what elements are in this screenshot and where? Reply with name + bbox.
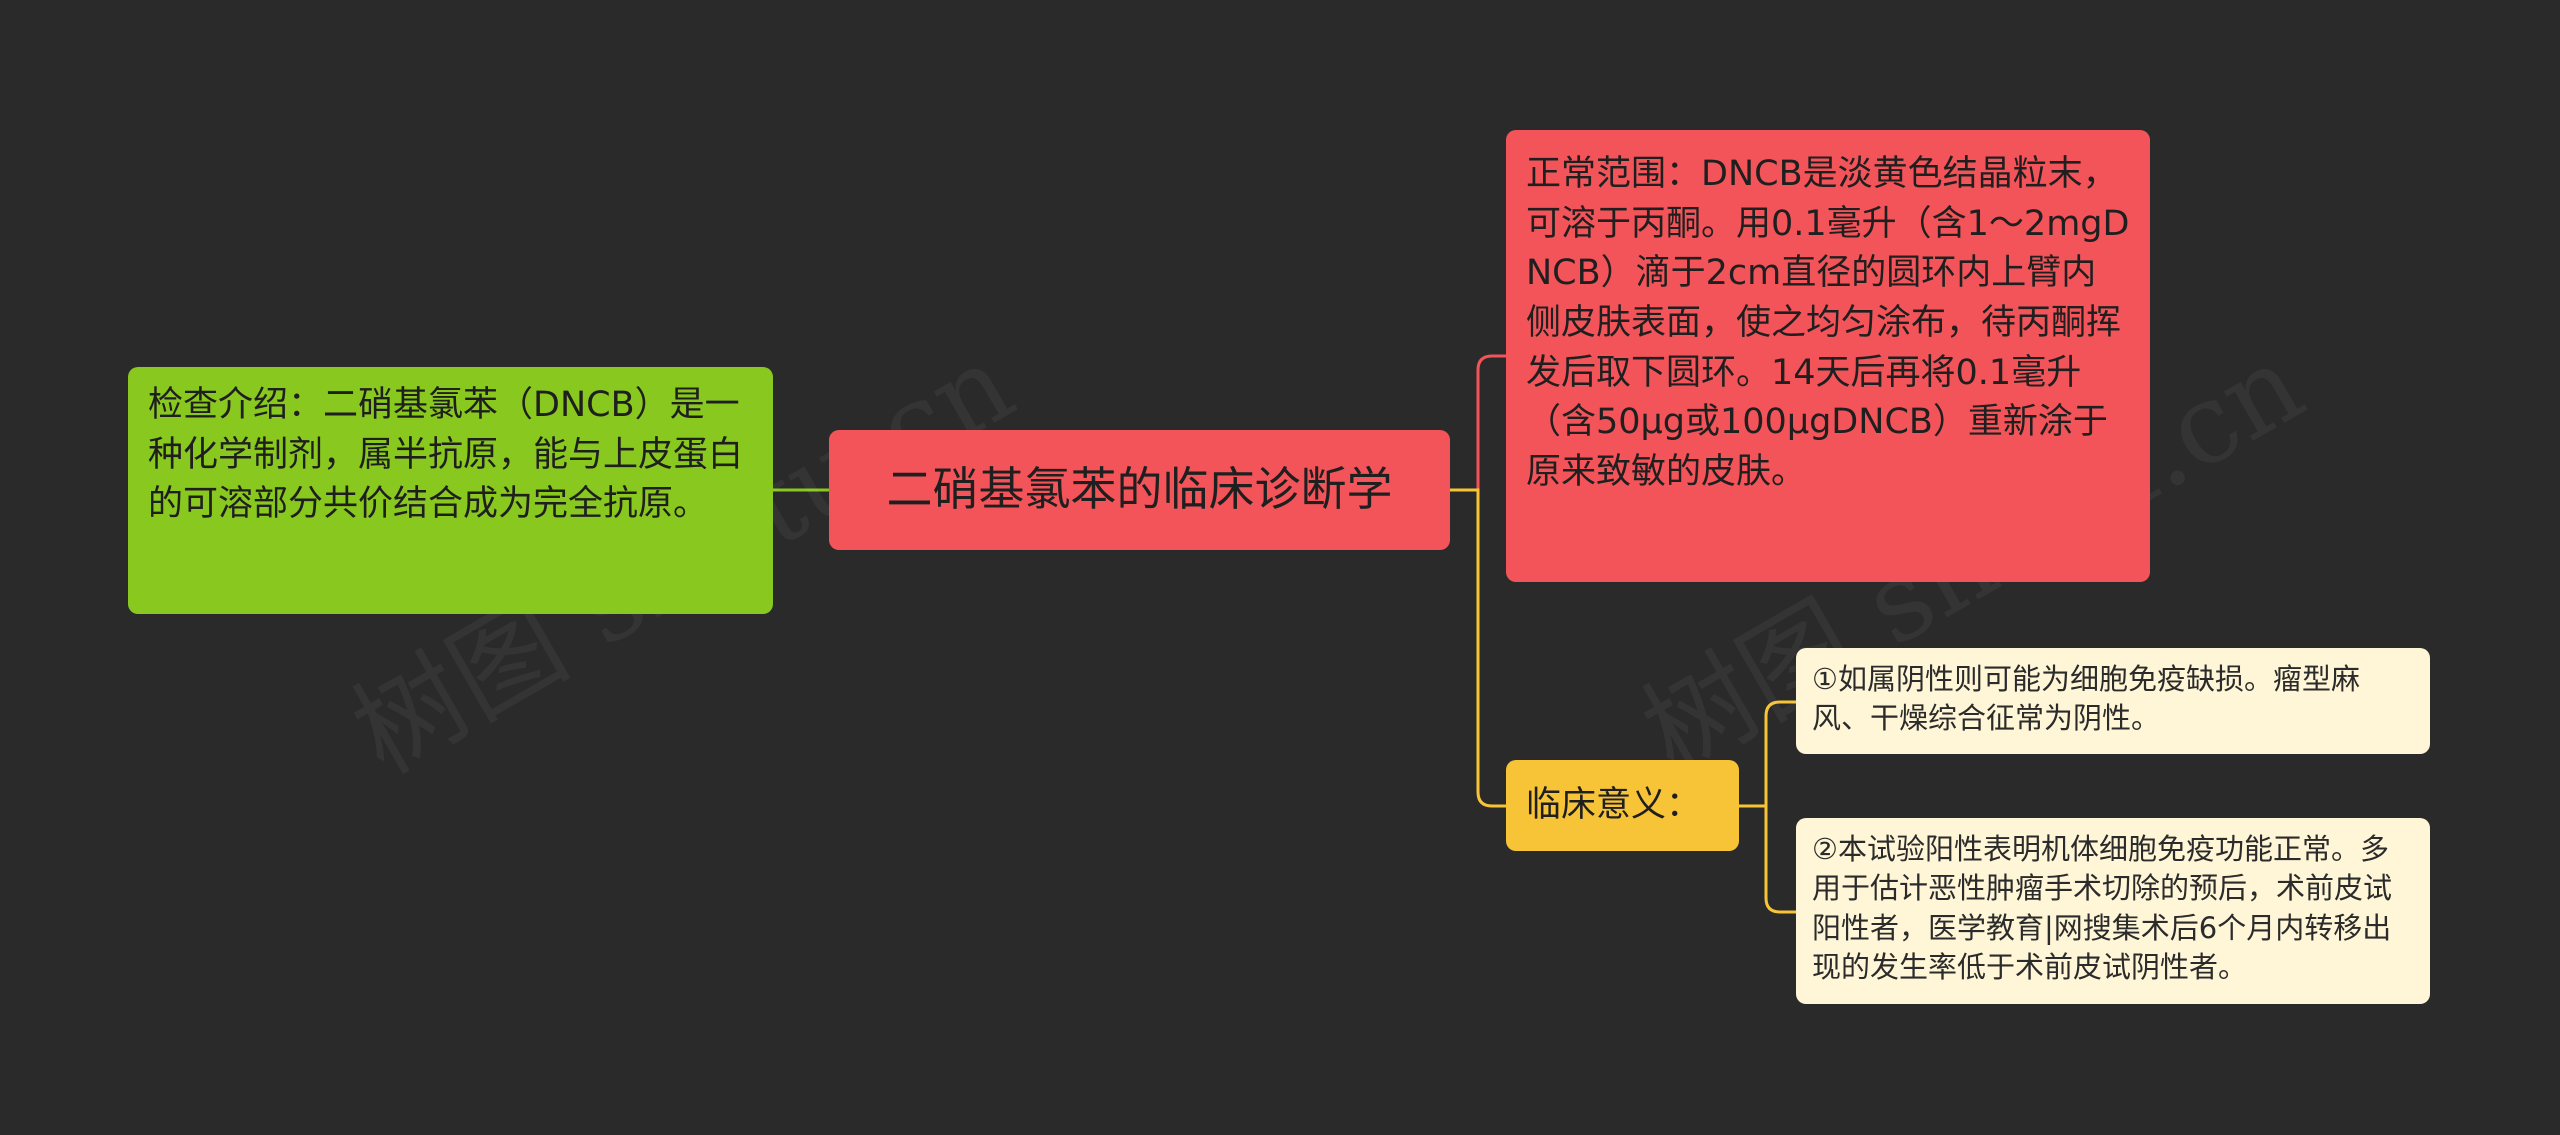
topic-exam-intro-label: 检查介绍：二硝基氯苯（DNCB）是一种化学制剂，属半抗原，能与上皮蛋白的可溶部分… <box>148 385 744 525</box>
subtopic-negative-result-label: ①如属阴性则可能为细胞免疫缺损。瘤型麻风、干燥综合征常为阴性。 <box>1812 662 2360 736</box>
root-topic[interactable]: 二硝基氯苯的临床诊断学 <box>829 430 1450 550</box>
topic-normal-range-label: 正常范围：DNCB是淡黄色结晶粒末，可溶于丙酮。用0.1毫升（含1～2mgDNC… <box>1526 154 2130 493</box>
connector-range-branch <box>1450 354 1506 492</box>
topic-exam-intro[interactable]: 检查介绍：二硝基氯苯（DNCB）是一种化学制剂，属半抗原，能与上皮蛋白的可溶部分… <box>128 367 773 614</box>
subtopic-positive-result[interactable]: ②本试验阳性表明机体细胞免疫功能正常。多用于估计恶性肿瘤手术切除的预后，术前皮试… <box>1796 818 2430 1004</box>
connector-leaf-1 <box>1739 700 1796 808</box>
connector-significance-branch <box>1450 488 1506 808</box>
root-topic-label: 二硝基氯苯的临床诊断学 <box>886 462 1393 517</box>
subtopic-positive-result-label: ②本试验阳性表明机体细胞免疫功能正常。多用于估计恶性肿瘤手术切除的预后，术前皮试… <box>1812 832 2393 985</box>
subtopic-negative-result[interactable]: ①如属阴性则可能为细胞免疫缺损。瘤型麻风、干燥综合征常为阴性。 <box>1796 648 2430 754</box>
connector-leaf-2 <box>1739 804 1796 914</box>
topic-clinical-significance-label: 临床意义： <box>1526 784 1702 825</box>
topic-normal-range[interactable]: 正常范围：DNCB是淡黄色结晶粒末，可溶于丙酮。用0.1毫升（含1～2mgDNC… <box>1506 130 2150 582</box>
topic-clinical-significance[interactable]: 临床意义： <box>1506 760 1739 851</box>
